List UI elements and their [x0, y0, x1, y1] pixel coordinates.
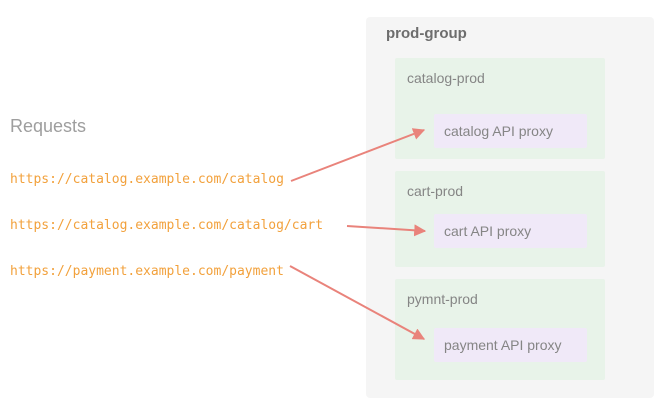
- environment-label: cart-prod: [407, 183, 464, 199]
- environment-label: pymnt-prod: [407, 291, 478, 307]
- request-url-catalog: https://catalog.example.com/catalog: [10, 172, 284, 187]
- proxy-label: cart API proxy: [444, 223, 532, 239]
- request-url-catalog-cart: https://catalog.example.com/catalog/cart: [10, 218, 324, 233]
- proxy-label: catalog API proxy: [444, 123, 553, 139]
- prod-group-title: prod-group: [386, 25, 467, 42]
- proxy-box-payment: payment API proxy: [434, 328, 587, 362]
- request-url-payment: https://payment.example.com/payment: [10, 264, 284, 279]
- environment-box-cart-prod: cart-prod cart API proxy: [395, 171, 605, 267]
- proxy-box-cart: cart API proxy: [434, 214, 587, 248]
- environment-box-pymnt-prod: pymnt-prod payment API proxy: [395, 279, 605, 380]
- prod-group-box: prod-group catalog-prod catalog API prox…: [366, 17, 654, 398]
- requests-title: Requests: [10, 116, 87, 136]
- environment-label: catalog-prod: [407, 70, 485, 86]
- proxy-label: payment API proxy: [444, 337, 562, 353]
- proxy-box-catalog: catalog API proxy: [434, 114, 587, 148]
- environment-box-catalog-prod: catalog-prod catalog API proxy: [395, 58, 605, 159]
